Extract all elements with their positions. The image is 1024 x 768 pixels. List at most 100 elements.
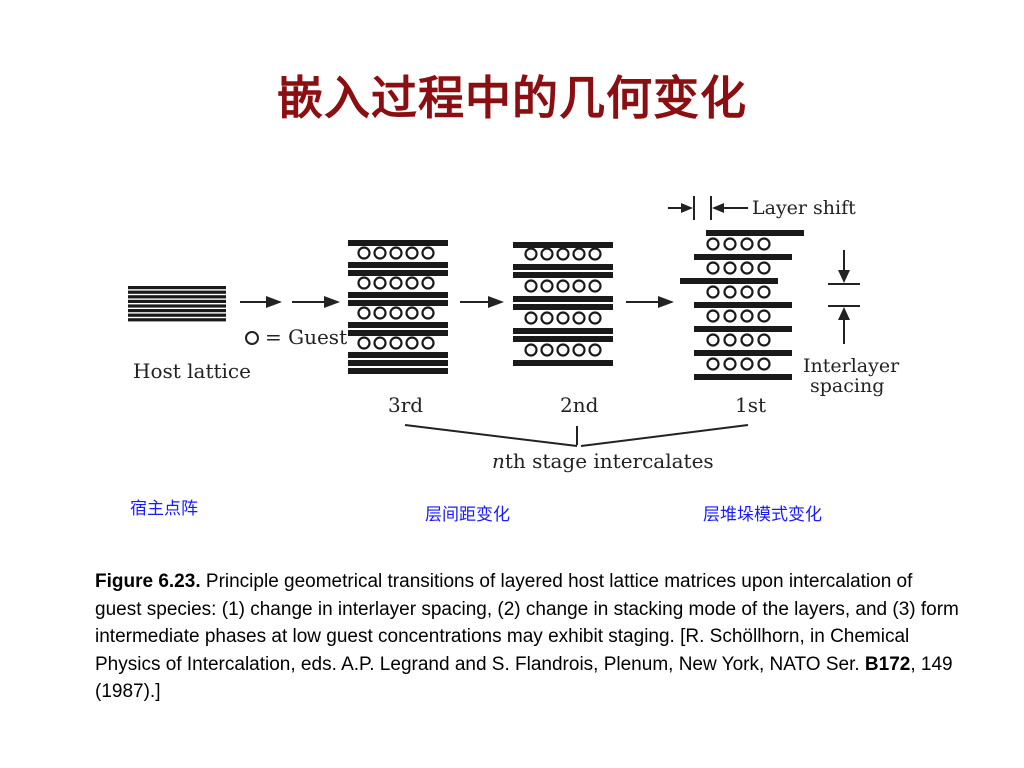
guest-circle <box>588 247 602 261</box>
layer <box>348 330 448 336</box>
arrow-host-to-3rd <box>240 296 340 308</box>
stacking-mode-cn-annotation: 层堆垛模式变化 <box>703 505 822 525</box>
layer <box>706 230 804 236</box>
guest-circle <box>572 311 586 325</box>
layer <box>513 328 613 334</box>
guest-circle <box>572 343 586 357</box>
guest-circle <box>572 247 586 261</box>
layer <box>348 292 448 298</box>
guest-circle <box>373 336 387 350</box>
guest-circle <box>405 276 419 290</box>
caption-tail: , 149 (1987).] <box>95 653 953 703</box>
guest-circle <box>723 309 737 323</box>
guest-circle <box>740 309 754 323</box>
layer <box>694 254 792 260</box>
guest-circle <box>740 357 754 371</box>
guest-circle <box>706 261 720 275</box>
stage-2-stack <box>513 242 613 366</box>
host-layer <box>128 290 226 294</box>
guest-circle <box>524 311 538 325</box>
guest-circle <box>706 285 720 299</box>
layer <box>513 272 613 278</box>
layer-shift-marker <box>668 196 748 220</box>
guest-circle <box>405 306 419 320</box>
guest-legend-label: = Guest <box>265 325 347 349</box>
guest-circle <box>757 357 771 371</box>
guest-circle <box>572 279 586 293</box>
guest-circle <box>706 333 720 347</box>
host-layer <box>128 304 226 308</box>
host-layer <box>128 313 226 317</box>
guest-circle <box>540 343 554 357</box>
guest-circle <box>706 309 720 323</box>
caption-volume: B172 <box>864 653 911 675</box>
guest-circle <box>524 343 538 357</box>
layer <box>513 360 613 366</box>
host-lattice-label: Host lattice <box>133 359 251 383</box>
guest-circle <box>357 246 371 260</box>
nth-stage-label: nth stage intercalates <box>492 449 714 473</box>
layer <box>680 278 778 284</box>
host-lattice-cn-annotation: 宿主点阵 <box>130 499 198 519</box>
guest-circle <box>421 276 435 290</box>
guest-circle <box>723 357 737 371</box>
interlayer-spacing-marker <box>828 250 860 344</box>
guest-circle <box>405 336 419 350</box>
layer <box>513 304 613 310</box>
guest-circle <box>357 276 371 290</box>
layer <box>694 350 792 356</box>
guest-circle <box>389 246 403 260</box>
guest-circle <box>588 279 602 293</box>
caption-figure-ref: Figure 6.23. <box>95 571 201 592</box>
layer <box>348 300 448 306</box>
layer <box>348 270 448 276</box>
layer <box>348 240 448 246</box>
guest-circle <box>357 336 371 350</box>
guest-circle <box>421 246 435 260</box>
layer <box>348 352 448 358</box>
interlayer-label-line1: Interlayer <box>803 355 900 377</box>
layer <box>348 322 448 328</box>
layer <box>348 360 448 366</box>
guest-circle <box>757 333 771 347</box>
guest-circle <box>373 246 387 260</box>
guest-circle <box>740 333 754 347</box>
guest-circle <box>373 276 387 290</box>
interlayer-label-line2: spacing <box>810 375 884 397</box>
guest-circle <box>757 309 771 323</box>
layer <box>513 264 613 270</box>
layer <box>694 326 792 332</box>
layer <box>348 368 448 374</box>
guest-circle <box>540 279 554 293</box>
guest-circle <box>556 247 570 261</box>
guest-circle <box>588 311 602 325</box>
guest-circle <box>723 261 737 275</box>
interlayer-spacing-cn-annotation: 层间距变化 <box>425 505 510 525</box>
layer <box>694 374 792 380</box>
guest-circle <box>421 306 435 320</box>
guest-circle <box>389 276 403 290</box>
host-layer <box>128 295 226 299</box>
guest-circle <box>740 261 754 275</box>
figure-caption: Figure 6.23. Principle geometrical trans… <box>95 568 963 706</box>
nth-italic-n: n <box>492 449 505 473</box>
stage-2-label: 2nd <box>560 393 599 417</box>
guest-circle <box>556 279 570 293</box>
guest-circle <box>757 261 771 275</box>
guest-circle <box>389 336 403 350</box>
nth-stage-rest: th stage intercalates <box>505 449 714 473</box>
layer <box>513 336 613 342</box>
stage-3-stack <box>348 240 448 374</box>
guest-circle <box>540 247 554 261</box>
guest-circle <box>723 237 737 251</box>
arrow-3rd-to-2nd <box>460 296 504 308</box>
guest-circle <box>740 237 754 251</box>
guest-circle <box>421 336 435 350</box>
guest-circle <box>524 279 538 293</box>
slide-title: 嵌入过程中的几何变化 <box>277 71 747 125</box>
arrow-2nd-to-1st <box>626 296 674 308</box>
guest-circle <box>373 306 387 320</box>
host-layer <box>128 318 226 322</box>
guest-circle <box>757 237 771 251</box>
